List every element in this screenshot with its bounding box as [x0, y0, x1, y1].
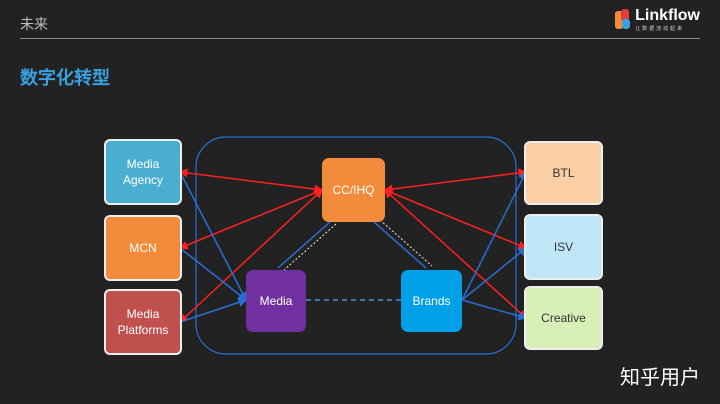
node-mcn[interactable]: MCN — [104, 215, 182, 281]
edge-media-agency-media — [179, 171, 247, 302]
edge-cc-brands-1 — [373, 221, 427, 269]
node-media-agency[interactable]: Media Agency — [104, 139, 182, 205]
node-creative[interactable]: Creative — [524, 286, 603, 350]
header-divider — [20, 38, 700, 39]
node-media-platforms[interactable]: Media Platforms — [104, 289, 182, 355]
edge-cc-brands-2 — [379, 219, 433, 267]
edge-media-platforms-cc — [178, 188, 324, 324]
logo-tagline: 让数据流动起来 — [635, 26, 685, 32]
node-brands[interactable]: Brands — [401, 270, 462, 332]
linkflow-logo: Linkflow 让数据流动起来 — [615, 8, 700, 32]
edge-brands-isv — [461, 247, 528, 301]
edge-cc-media-2 — [283, 223, 337, 271]
edge-mcn-cc — [178, 188, 324, 250]
logo-name: Linkflow — [635, 7, 700, 24]
edge-cc-media-1 — [277, 221, 331, 269]
edge-cc-isv — [383, 188, 528, 250]
edge-media-platforms-media — [179, 298, 248, 323]
edge-mcn-media — [179, 247, 248, 301]
edge-brands-btl — [461, 170, 527, 301]
edge-cc-creative — [383, 188, 528, 320]
edge-media-agency-cc — [178, 168, 324, 194]
edge-brands-creative — [461, 299, 528, 321]
edge-cc-btl — [383, 168, 528, 194]
page-title: 数字化转型 — [20, 68, 110, 89]
node-cc-ihq[interactable]: CC/IHQ — [322, 158, 385, 222]
linkflow-logo-icon — [615, 9, 631, 31]
node-btl[interactable]: BTL — [524, 141, 603, 205]
node-media[interactable]: Media — [246, 270, 306, 332]
node-isv[interactable]: ISV — [524, 214, 603, 280]
header-title: 未来 — [20, 17, 48, 33]
watermark: 知乎用户 — [620, 365, 700, 389]
